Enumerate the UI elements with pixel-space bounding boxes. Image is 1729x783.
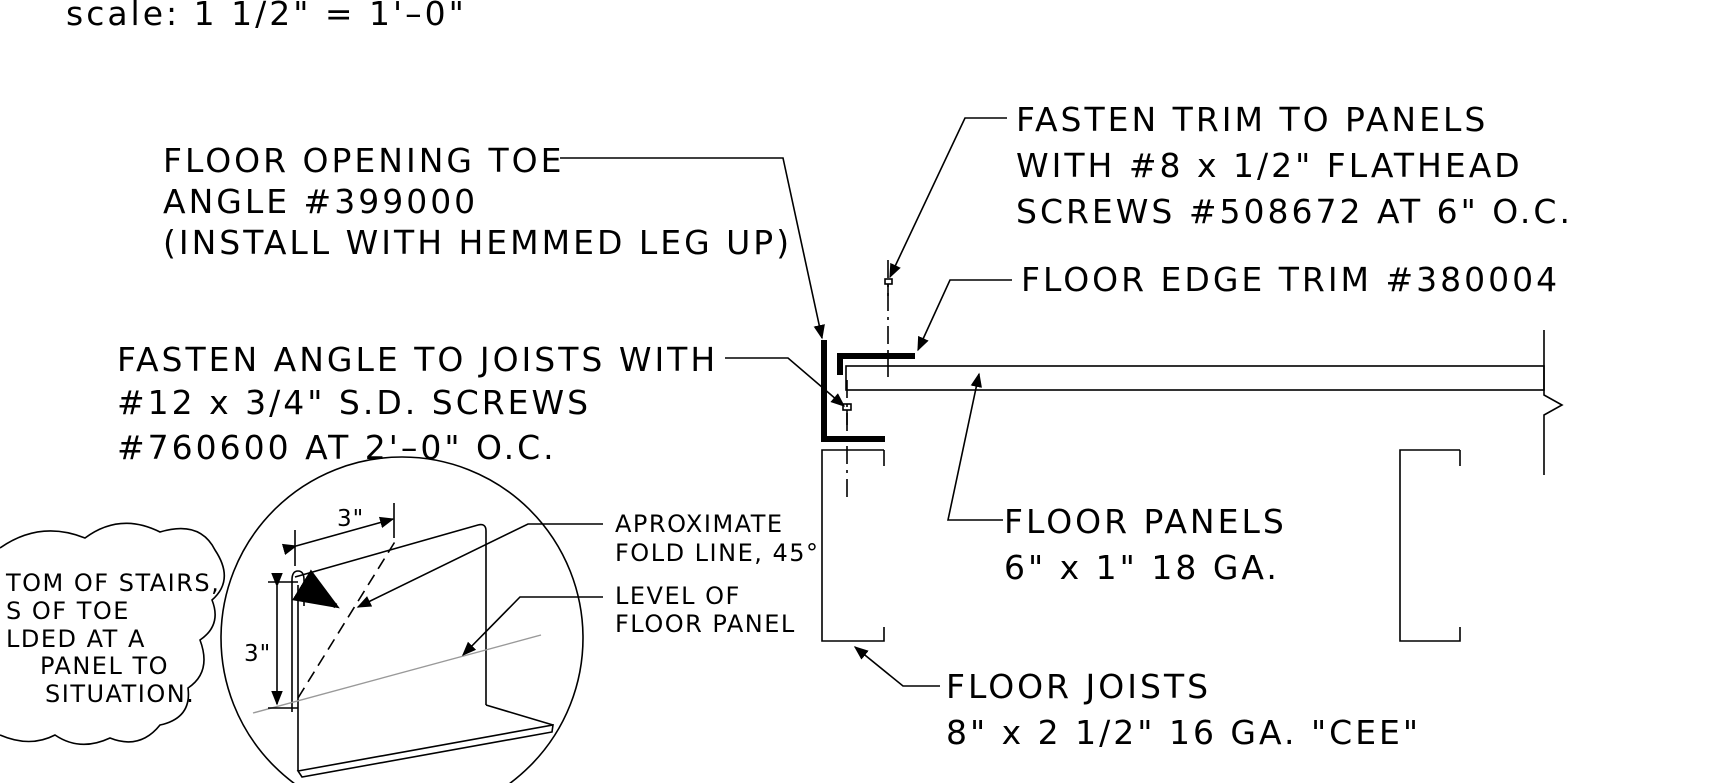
fold-line-label-1: APROXIMATE [615,510,784,538]
scale-label: scale: 1 1/2" = 1'–0" [66,0,467,33]
cloud-note-line-4: PANEL TO [40,652,169,680]
leader-lines [560,117,1012,687]
fasten-trim-label-2: WITH #8 x 1/2" FLATHEAD [1016,146,1523,185]
edge-trim-label: FLOOR EDGE TRIM #380004 [1021,260,1560,299]
fasten-angle-label-1: FASTEN ANGLE TO JOISTS WITH [117,340,718,379]
cloud-note-line-1: TOM OF STAIRS, [5,569,220,597]
toe-angle [821,340,885,442]
floor-panels-label-2: 6" x 1" 18 GA. [1004,548,1280,587]
level-label-2: FLOOR PANEL [615,610,796,638]
floor-joists-label-2: 8" x 2 1/2" 16 GA. "CEE" [946,713,1421,752]
level-label-1: LEVEL OF [615,582,741,610]
fasten-trim-label-1: FASTEN TRIM TO PANELS [1016,100,1488,139]
section-drawing [821,260,1564,642]
toe-angle-label-3: (INSTALL WITH HEMMED LEG UP) [163,223,792,262]
cloud-note-line-3: LDED AT A [6,625,146,653]
fasten-angle-label-2: #12 x 3/4" S.D. SCREWS [117,383,591,422]
dim-top-label: 3" [337,506,364,532]
toe-angle-label-2: ANGLE #399000 [163,182,478,221]
floor-panels-label-1: FLOOR PANELS [1004,502,1287,541]
detail-circle [220,456,584,783]
fasten-trim-label-3: SCREWS #508672 AT 6" O.C. [1016,192,1573,231]
fold-detail: 3" 3" [220,456,603,783]
fold-line-label-2: FOLD LINE, 45° [615,539,820,567]
fold-arrow-icon [292,569,340,609]
cloud-note-outline [0,522,226,746]
floor-joists-label-1: FLOOR JOISTS [946,667,1211,706]
toe-angle-label-1: FLOOR OPENING TOE [163,141,564,180]
cloud-note-line-5: SITUATION. [45,680,195,708]
break-line [1543,330,1564,475]
floor-joist-right [1399,449,1461,642]
trim-screw-icon [884,278,893,296]
angle-screw-icon [842,403,852,425]
floor-edge-trim [837,353,915,375]
floor-panel [845,365,1545,391]
fold-line [297,539,397,699]
fasten-angle-label-3: #760600 AT 2'–0" O.C. [117,428,557,467]
cloud-note-line-2: S OF TOE [6,597,130,625]
floor-joist-left [821,449,885,642]
dim-side-label: 3" [244,641,271,667]
